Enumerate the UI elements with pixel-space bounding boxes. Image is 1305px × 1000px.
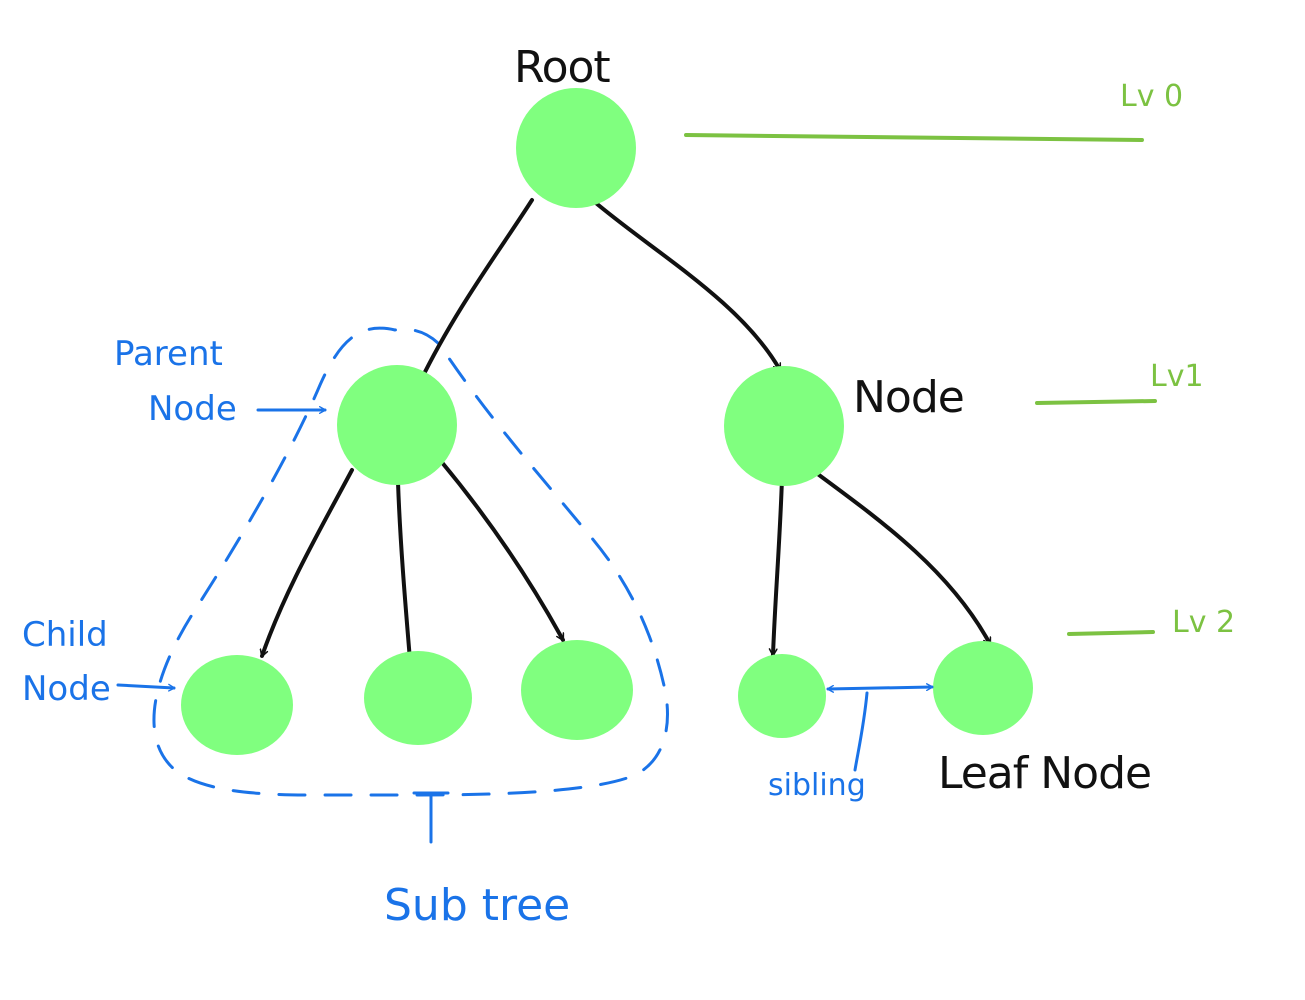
tree-edges bbox=[259, 196, 992, 662]
edge-node-to-sibling bbox=[768, 476, 784, 657]
child-node-1 bbox=[181, 655, 293, 755]
level0-label: Lv 0 bbox=[1120, 79, 1183, 114]
child-node-3 bbox=[521, 640, 633, 740]
level0-line bbox=[684, 133, 1144, 142]
level1-line bbox=[1035, 399, 1157, 405]
child-node-2 bbox=[364, 651, 472, 745]
node-label: Node bbox=[853, 372, 964, 423]
sibling-double-arrow bbox=[826, 683, 934, 693]
edge-node-to-leaf bbox=[813, 470, 992, 646]
leaf-node bbox=[933, 641, 1033, 735]
level1-label: Lv1 bbox=[1150, 359, 1204, 394]
leaf-node-label: Leaf Node bbox=[938, 748, 1151, 799]
level2-line bbox=[1067, 630, 1155, 636]
subtree-outline bbox=[152, 326, 669, 797]
tree-nodes bbox=[181, 88, 1033, 755]
level1-node bbox=[724, 366, 844, 486]
annotation-arrows bbox=[116, 406, 934, 844]
edge-parent-to-child3 bbox=[438, 458, 565, 642]
sibling-label: sibling bbox=[768, 768, 866, 803]
child-node-pointer bbox=[116, 683, 176, 692]
root-node bbox=[516, 88, 636, 208]
subtree-label: Sub tree bbox=[384, 880, 570, 931]
level-lines bbox=[684, 133, 1157, 636]
edge-root-to-parent bbox=[418, 198, 534, 384]
root-label: Root bbox=[514, 42, 610, 93]
sibling-pointer-stem bbox=[853, 691, 869, 772]
edge-parent-to-child1 bbox=[259, 468, 354, 658]
parent-node-label-line1: Parent bbox=[114, 334, 223, 374]
sibling-node bbox=[738, 654, 826, 738]
level2-label: Lv 2 bbox=[1172, 605, 1235, 640]
child-node-label-line1: Child bbox=[22, 615, 108, 655]
parent-node-label-line2: Node bbox=[148, 389, 237, 429]
child-node-label-line2: Node bbox=[22, 669, 111, 709]
edge-root-to-node bbox=[588, 196, 782, 372]
edge-parent-to-child2 bbox=[396, 480, 414, 662]
parent-node bbox=[337, 365, 457, 485]
